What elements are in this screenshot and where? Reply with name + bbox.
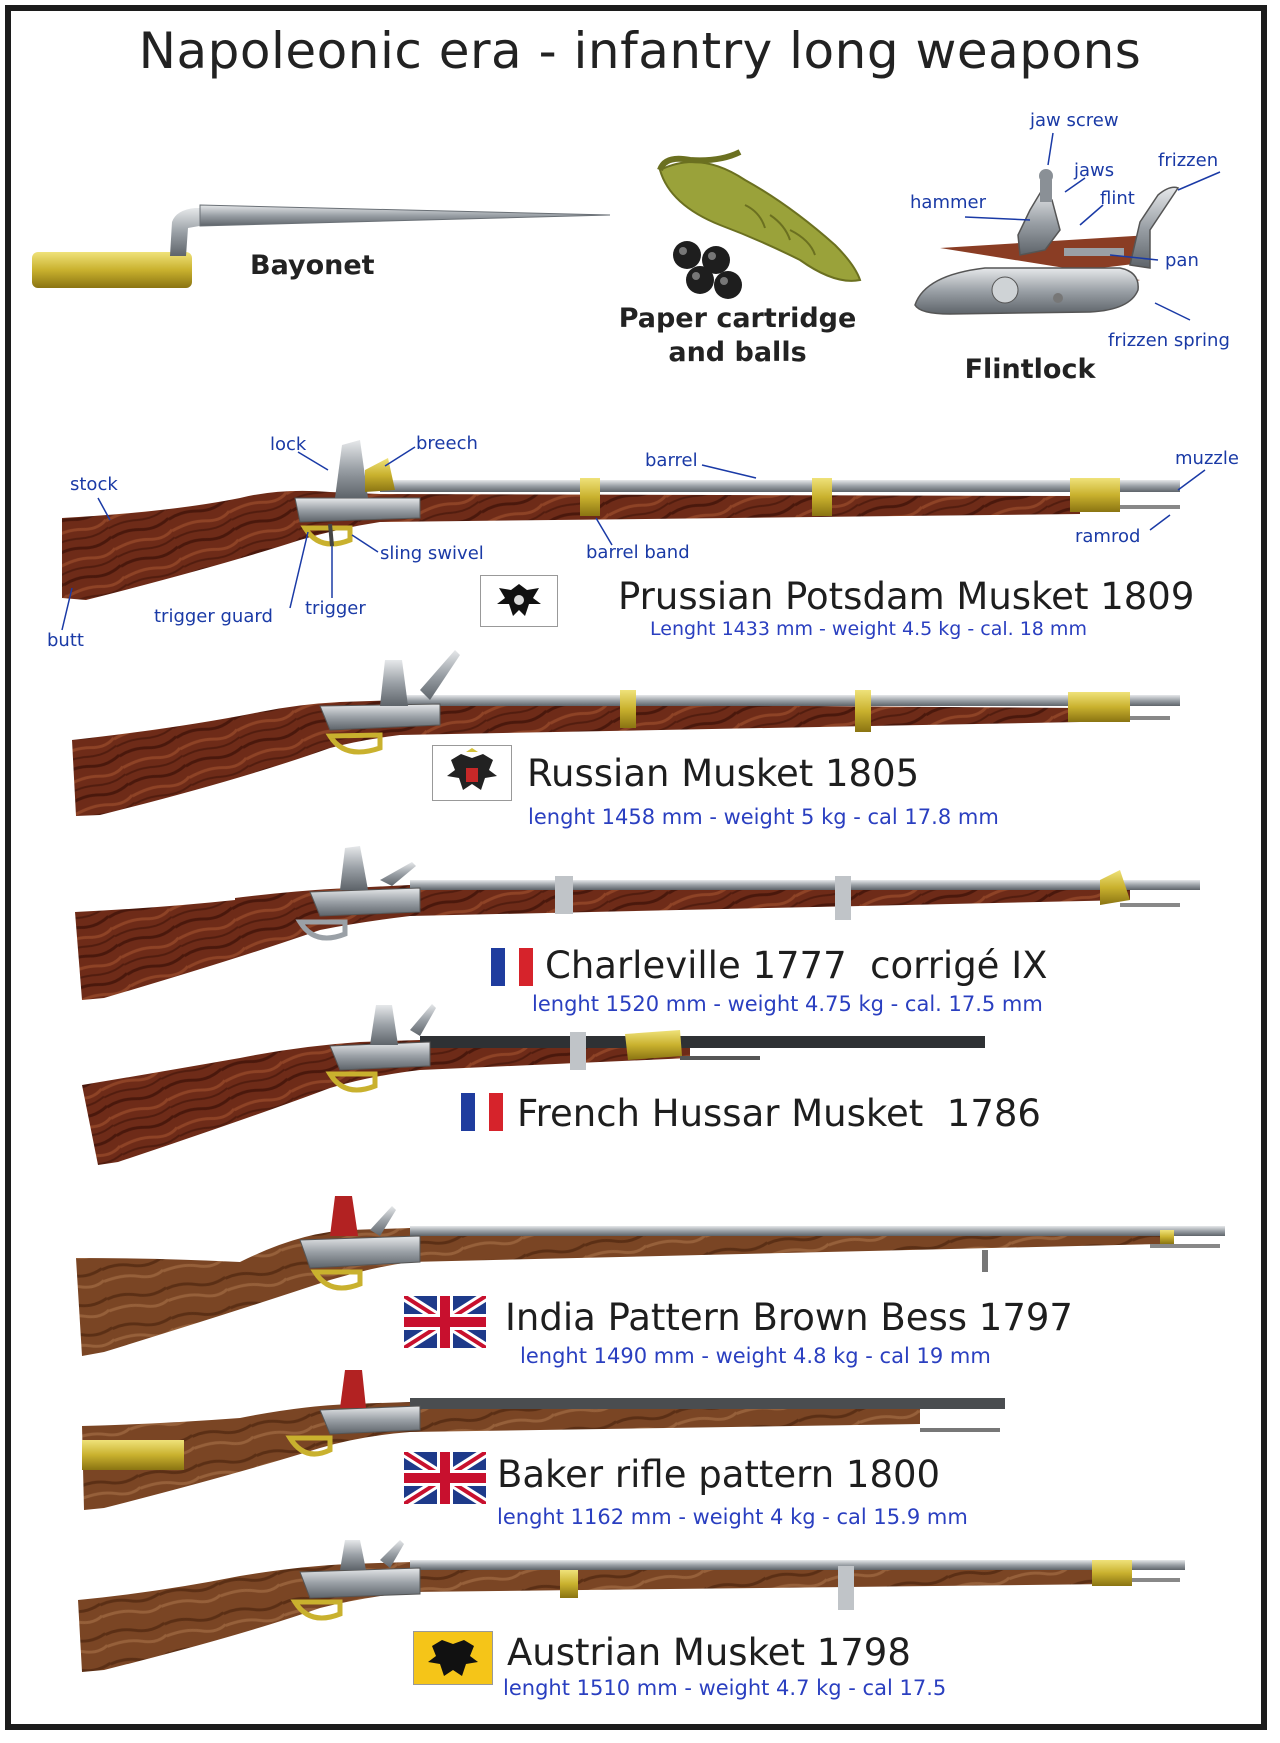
musket-prussian-illustration [62, 440, 1180, 600]
label-sling-swivel: sling swivel [380, 543, 484, 564]
weapon-name: Russian Musket 1805 [527, 752, 920, 795]
label-trigger: trigger [305, 598, 366, 619]
weapon-spec: lenght 1520 mm - weight 4.75 kg - cal. 1… [532, 992, 1043, 1016]
musket-russian-illustration [72, 650, 1180, 816]
russian-double-eagle-flag-icon [432, 745, 512, 801]
weapon-spec: lenght 1458 mm - weight 5 kg - cal 17.8 … [528, 805, 999, 829]
musket-hussar-illustration [82, 1004, 985, 1165]
label-breech: breech [416, 433, 478, 454]
watermark-overlay [1058, 1690, 1258, 1720]
french-tricolour-flag-icon [461, 1093, 503, 1131]
label-lock: lock [270, 434, 307, 455]
prussian-eagle-flag-icon [480, 575, 558, 627]
label-flint: flint [1100, 188, 1135, 209]
label-frizzen: frizzen [1158, 150, 1219, 171]
label-ramrod: ramrod [1075, 526, 1141, 547]
musket-brown-bess-illustration [76, 1196, 1225, 1356]
french-tricolour-flag-icon [491, 948, 533, 986]
flintlock-pointers [964, 132, 1221, 321]
musket-austrian-illustration [78, 1540, 1185, 1672]
label-trigger-guard: trigger guard [154, 606, 273, 627]
bayonet-label: Bayonet [250, 250, 375, 281]
poster-title: Napoleonic era - infantry long weapons [138, 22, 1142, 80]
label-barrel-band: barrel band [586, 542, 690, 563]
weapon-name: Charleville 1777 corrigé IX [545, 944, 1048, 987]
label-jaws: jaws [1074, 160, 1115, 181]
weapon-spec: lenght 1510 mm - weight 4.7 kg - cal 17.… [503, 1676, 947, 1700]
bayonet-illustration [32, 204, 611, 288]
label-stock: stock [70, 474, 118, 495]
weapon-name: Baker rifle pattern 1800 [497, 1453, 941, 1496]
flintlock-illustration [914, 169, 1180, 315]
weapon-name: Prussian Potsdam Musket 1809 [618, 575, 1195, 618]
weapon-name: Austrian Musket 1798 [507, 1631, 911, 1674]
weapon-spec: Lenght 1433 mm - weight 4.5 kg - cal. 18… [650, 618, 1087, 640]
musket-part-pointers [61, 446, 1206, 631]
flintlock-label: Flintlock [964, 354, 1096, 385]
label-hammer: hammer [910, 192, 986, 213]
weapon-name: French Hussar Musket 1786 [517, 1092, 1041, 1135]
cartridge-illustration [657, 149, 862, 299]
label-barrel: barrel [645, 450, 698, 471]
weapon-name: India Pattern Brown Bess 1797 [505, 1296, 1073, 1339]
baker-rifle-illustration [82, 1370, 1005, 1510]
musket-charleville-illustration [75, 846, 1200, 1000]
cartridge-label-line1: Paper cartridge [618, 303, 857, 334]
weapon-spec: lenght 1490 mm - weight 4.8 kg - cal 19 … [520, 1344, 991, 1368]
union-jack-flag-icon [401, 1447, 489, 1509]
union-jack-flag-icon [401, 1291, 489, 1353]
label-pan: pan [1165, 250, 1199, 271]
cartridge-label-line2: and balls [668, 337, 807, 368]
austrian-eagle-flag-icon [413, 1631, 493, 1685]
weapon-spec: lenght 1162 mm - weight 4 kg - cal 15.9 … [497, 1505, 968, 1529]
label-frizzen-spring: frizzen spring [1108, 330, 1230, 351]
label-muzzle: muzzle [1175, 448, 1239, 469]
label-butt: butt [47, 630, 84, 651]
label-jaw-screw: jaw screw [1030, 110, 1119, 131]
